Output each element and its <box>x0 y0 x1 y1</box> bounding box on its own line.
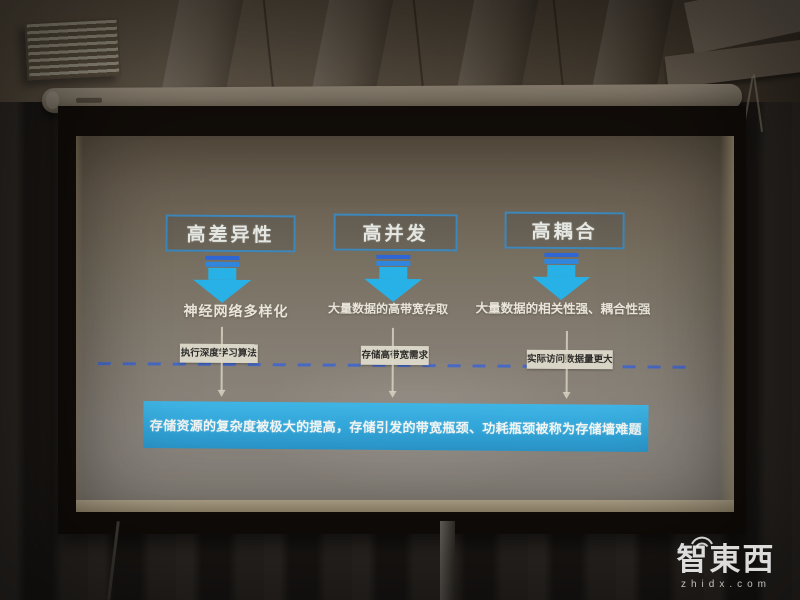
conclusion-bar: 存储资源的复杂度被极大的提高，存储引发的带宽瓶颈、功耗瓶颈被称为存储墙难题 <box>143 400 649 452</box>
screen-fabric-edge <box>720 136 734 512</box>
watermark-domain: zhidx.com <box>680 579 771 590</box>
housing-brand-mark <box>75 97 103 103</box>
callout-label-1: 执行深度学习算法 <box>179 343 258 364</box>
callout-label-2: 存储高带宽需求 <box>360 345 429 366</box>
projector-screen-frame: 高差异性 高并发 高耦合 神经网络多样化 大量数据的高带宽存 <box>58 106 746 534</box>
screen-fabric-edge <box>76 500 734 512</box>
air-vent <box>24 17 122 81</box>
title-box-3: 高耦合 <box>504 211 625 250</box>
column-2-description: 大量数据的高带宽存取 <box>328 301 449 317</box>
connector-arrow-icon <box>388 327 397 398</box>
title-box-1-label: 高差异性 <box>186 224 275 247</box>
watermark: 智東西 zhidx.com <box>652 534 800 590</box>
title-box-2-label: 高并发 <box>362 223 429 246</box>
down-arrow-icon <box>364 254 423 303</box>
ceiling-beam-right <box>664 39 800 89</box>
projector-screen: 高差异性 高并发 高耦合 神经网络多样化 大量数据的高带宽存 <box>76 136 734 512</box>
column-3-description: 大量数据的相关性强、耦合性强 <box>475 301 651 317</box>
screen-support-pole <box>440 521 455 600</box>
column-1-description: 神经网络多样化 <box>183 302 289 320</box>
title-box-1: 高差异性 <box>165 214 296 253</box>
watermark-brand: 智東西 <box>676 542 776 577</box>
wifi-icon <box>691 536 713 548</box>
callout-label-3: 实际访问数据量更大 <box>526 349 613 370</box>
connector-arrow-icon <box>217 326 226 397</box>
down-arrow-icon <box>532 252 591 301</box>
title-box-2: 高并发 <box>333 213 458 252</box>
title-box-3-label: 高耦合 <box>531 221 598 244</box>
connector-arrow-icon <box>562 330 571 400</box>
screen-fabric-edge <box>76 136 83 512</box>
conclusion-text: 存储资源的复杂度被极大的提高，存储引发的带宽瓶颈、功耗瓶颈被称为存储墙难题 <box>149 418 642 437</box>
presentation-slide: 高差异性 高并发 高耦合 神经网络多样化 大量数据的高带宽存 <box>75 134 735 514</box>
down-arrow-icon <box>193 255 252 304</box>
